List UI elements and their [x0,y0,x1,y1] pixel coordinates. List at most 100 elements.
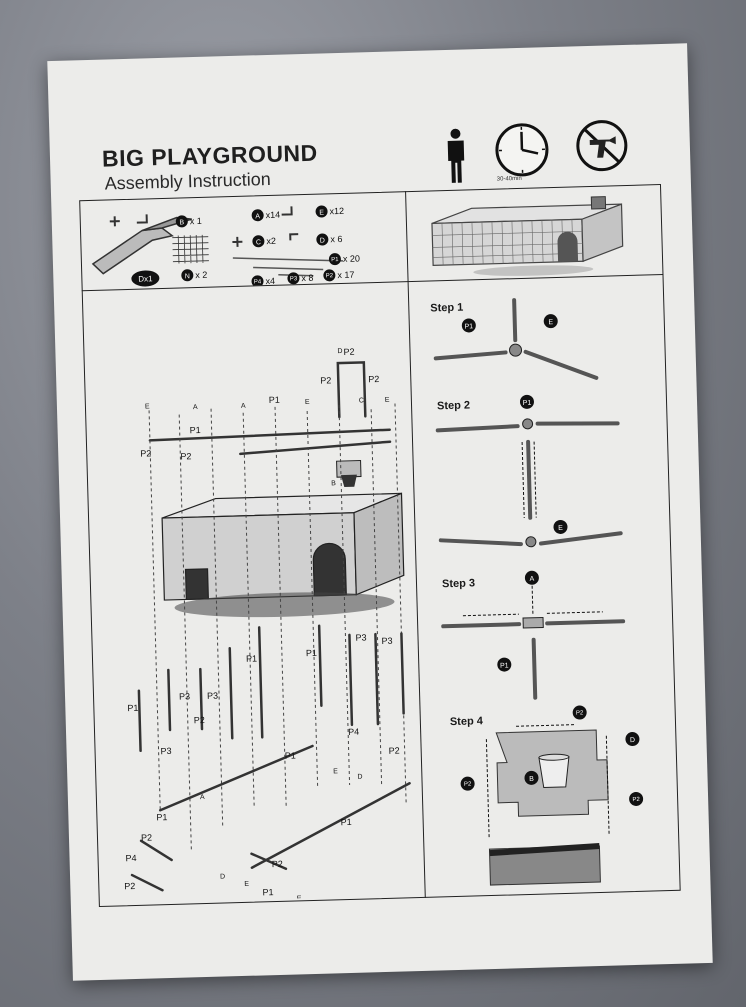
part-p1-qty: x 20 [343,253,360,263]
part-dx1: Dx1 [131,270,160,287]
label-c: C [359,397,364,404]
part-p1-id: P1 [331,257,339,263]
label-p1: P1 [341,817,352,827]
finished-playground-preview [431,196,624,276]
part-p4-qty: x4 [265,276,275,286]
part-e: E x12 [315,205,344,218]
step-1-callout-e: E [548,319,553,326]
label-p1: P1 [285,750,296,760]
exploded-assembly-diagram: P1 P1 P2 P2 P2 P2 P2 P1 P1 P3 P3 P3 P3 P… [124,347,411,902]
label-p2: P2 [124,881,135,891]
net-drawing [172,234,209,264]
step-4-callout-d: D [630,737,635,744]
step-2-diagram: P1 E [435,394,623,548]
label-p4: P4 [348,727,359,737]
part-e-qty: x12 [329,206,344,216]
label-e: E [244,881,249,888]
part-b-id: B [179,219,184,226]
label-p2: P2 [140,448,151,458]
label-p4: P4 [125,853,136,863]
step-3-callout-a: A [530,576,535,583]
part-c-id: C [256,239,261,246]
step-4-callout-p2-right: P2 [632,797,640,803]
page-subtitle: Assembly Instruction [104,168,271,194]
part-dx1-id: Dx1 [138,274,153,283]
label-p1: P1 [246,653,257,663]
part-d: D x 6 [316,233,343,246]
label-p2: P2 [343,347,354,357]
label-p2: P2 [141,832,152,842]
step-4-diagram: P2 D B P2 P2 [460,705,644,886]
label-p1: P1 [269,395,280,405]
part-b-qty: x 1 [190,216,202,226]
diagram-part-labels: P1 P1 P2 P2 P2 P2 P2 P1 P1 P3 P3 P3 P3 P… [124,347,400,898]
label-a: A [193,404,198,411]
part-p2: P2 x 17 [323,269,355,282]
label-p1: P1 [156,812,167,822]
part-p2-qty: x 17 [337,270,354,280]
label-p3: P3 [381,636,392,646]
no-drill-icon [576,120,628,172]
step-3-callout-p1: P1 [500,662,509,669]
part-p2-id: P2 [326,273,334,279]
part-p3-id: P3 [290,276,298,282]
label-p3: P3 [179,691,190,701]
step-4-callout-b: B [529,776,534,783]
label-d: D [357,774,362,781]
part-a: A x14 [251,209,281,222]
label-a: A [200,794,205,801]
part-d-id: D [320,237,325,244]
part-p3: P3 x 8 [287,272,314,285]
label-e: E [385,397,390,404]
label-a: A [241,403,246,410]
label-p2: P2 [389,746,400,756]
label-p1: P1 [262,887,273,897]
part-c: C x2 [252,235,276,248]
label-d: D [220,873,225,880]
label-p2: P2 [320,375,331,385]
step-2-callout-e: E [558,525,563,532]
part-a-id: A [255,213,260,220]
part-b: B x 1 [175,215,202,228]
label-e: E [145,403,150,410]
label-e: E [305,399,310,406]
page-title: BIG PLAYGROUND [101,139,319,172]
part-p1: P1 x 20 [328,253,360,266]
part-p3-qty: x 8 [301,273,313,283]
part-p4-id: P4 [254,279,262,285]
step-4-callout-p2: P2 [576,710,584,716]
person-icon [447,128,465,183]
part-p4: P4 x4 [251,275,275,288]
label-p3: P3 [207,691,218,701]
label-p1: P1 [306,648,317,658]
label-p2: P2 [180,451,191,461]
step-1-callout-p1: P1 [464,323,473,330]
part-a-qty: x14 [266,210,281,220]
clock-icon [495,123,549,177]
label-b: B [331,480,336,487]
label-p2: P2 [368,374,379,384]
part-d-qty: x 6 [330,234,342,244]
part-n-qty: x 2 [195,270,207,280]
label-p1: P1 [190,425,201,435]
part-n: N x 2 [181,269,207,282]
label-p3: P3 [355,632,366,642]
step-1-diagram: P1 E [433,298,599,380]
part-e-id: E [319,209,324,216]
label-e: E [333,768,338,775]
time-label: 30-40min [496,175,522,183]
label-p1: P1 [127,703,138,713]
parts-list: B x 1 A x14 E x12 C x2 D x 6 N x 2 P1 x … [91,205,360,288]
label-d: D [337,348,342,355]
label-p2: P2 [194,715,205,725]
step-2-callout-p1: P1 [523,400,532,407]
part-c-qty: x2 [266,236,276,246]
label-p3: P3 [160,746,171,756]
instruction-sheet: BIG PLAYGROUND Assembly Instruction 30-4… [47,43,713,981]
step-3-diagram: A P1 [441,570,626,700]
step-4-callout-p2-left: P2 [464,782,472,788]
part-n-id: N [185,273,190,280]
label-p2: P2 [272,859,283,869]
basketball-hoop [336,460,362,487]
header-icons [447,120,628,183]
